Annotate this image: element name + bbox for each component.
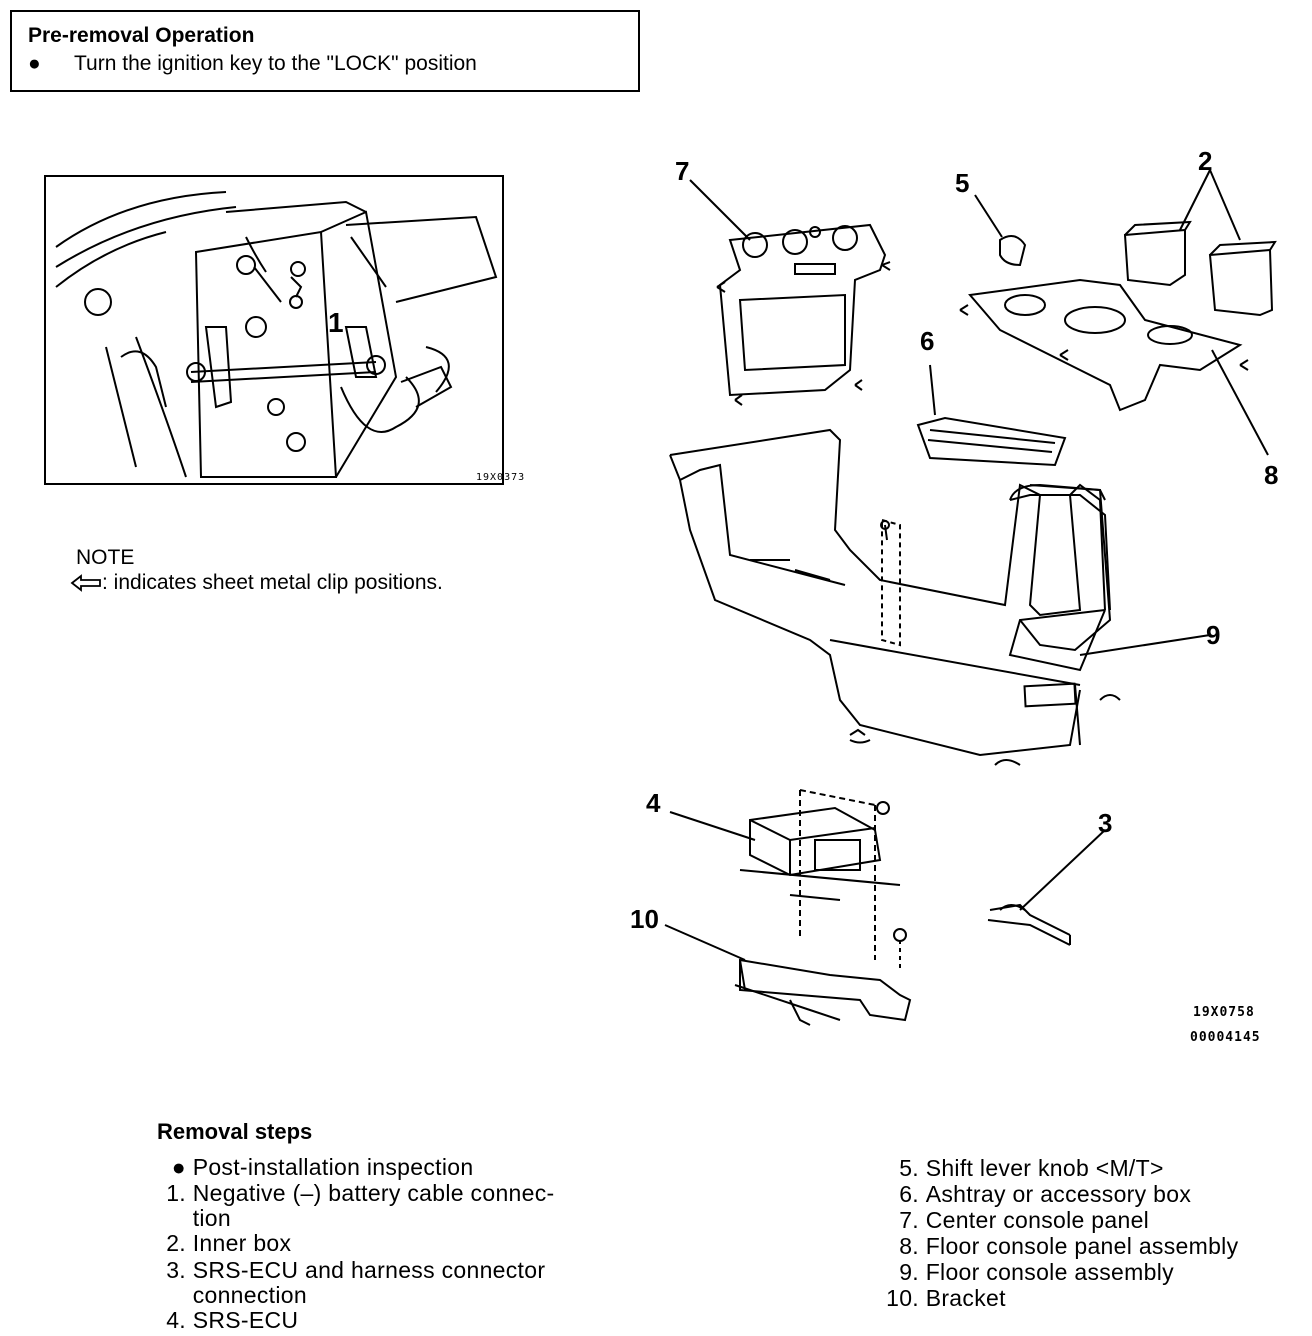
list-item: 8. Floor console panel assembly <box>899 1233 1239 1259</box>
list-item: 9. Floor console assembly <box>899 1259 1174 1285</box>
pre-removal-item: ● Turn the ignition key to the "LOCK" pos… <box>28 52 477 76</box>
list-item: tion <box>192 1205 231 1231</box>
list-item: connection <box>192 1282 307 1308</box>
callout-10: 10 <box>630 904 659 934</box>
list-item: 10. Bracket <box>886 1285 1006 1311</box>
clip-arrow-icon <box>70 574 101 593</box>
callout-3: 3 <box>1098 808 1113 838</box>
list-item: ● Post-installation inspection <box>171 1154 474 1180</box>
console-exploded-diagram: 7 5 2 6 8 9 4 3 10 19X0758 00004145 <box>600 140 1312 1065</box>
pre-removal-box: Pre-removal Operation ● Turn the ignition… <box>10 10 640 92</box>
callout-5: 5 <box>955 168 970 198</box>
list-item: 6. Ashtray or accessory box <box>899 1181 1192 1207</box>
callout-4: 4 <box>646 788 661 818</box>
pre-removal-item-text: Turn the ignition key to the "LOCK" posi… <box>74 52 477 75</box>
callout-2: 2 <box>1198 146 1213 176</box>
battery-inset-illustration: 1 19X0373 <box>44 175 524 485</box>
list-item: 7. Center console panel <box>899 1207 1150 1233</box>
note-title: NOTE <box>76 546 135 569</box>
inset-figure-code: 19X0373 <box>476 472 526 483</box>
list-item: 2. Inner box <box>166 1230 292 1256</box>
callout-8: 8 <box>1264 460 1279 490</box>
bullet: ● <box>28 52 41 75</box>
figure-code-2: 00004145 <box>1190 1030 1261 1045</box>
callout-9: 9 <box>1206 620 1221 650</box>
callout-6: 6 <box>920 326 935 356</box>
note-text-row: : indicates sheet metal clip positions. <box>70 571 443 595</box>
battery-drawing <box>55 191 498 478</box>
note-text: : indicates sheet metal clip positions. <box>102 571 443 594</box>
list-item: 3. SRS-ECU and harness connector <box>166 1257 546 1283</box>
list-item: 1. Negative (–) battery cable connec- <box>166 1180 555 1206</box>
list-item: 4. SRS-ECU <box>166 1307 299 1333</box>
removal-steps-title: Removal steps <box>157 1119 313 1144</box>
pre-removal-title: Pre-removal Operation <box>28 24 255 47</box>
console-drawing <box>664 169 1277 1026</box>
callout-7: 7 <box>675 156 690 186</box>
figure-code-1: 19X0758 <box>1193 1005 1255 1020</box>
list-item: 5. Shift lever knob <M/T> <box>899 1155 1164 1181</box>
inset-callout-1: 1 <box>328 307 344 338</box>
